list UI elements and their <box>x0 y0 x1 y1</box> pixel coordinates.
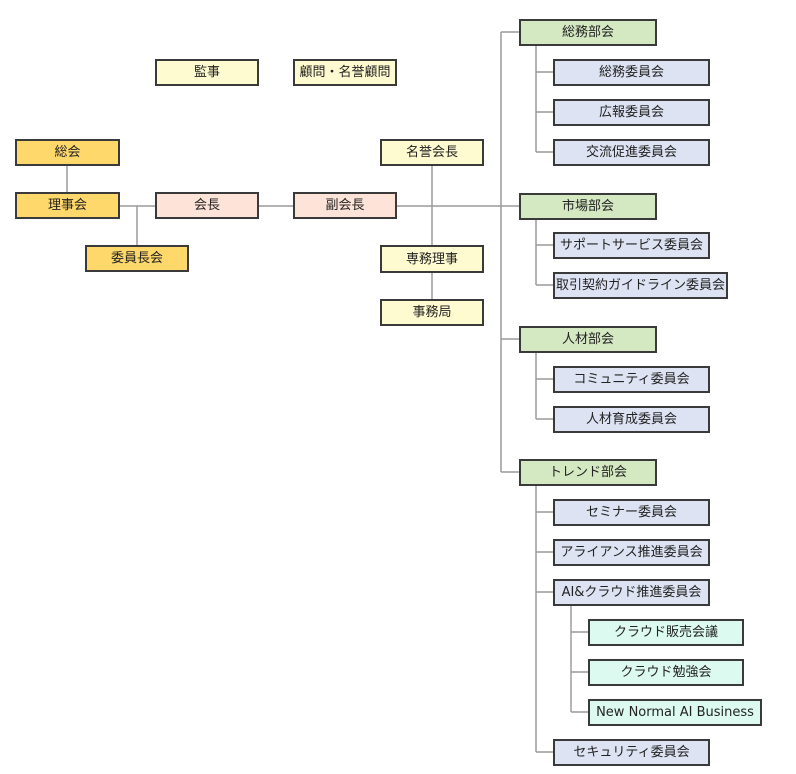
seminar-iinkai-label: セミナー委員会 <box>585 505 677 520</box>
torihiki-iinkai-box: 取引契約ガイドライン委員会 <box>553 272 728 299</box>
alliance-iinkai-label: アライアンス推進委員会 <box>560 545 703 560</box>
komon-box: 顧問・名誉顧問 <box>293 59 397 86</box>
koryu-iinkai-label: 交流促進委員会 <box>585 145 677 160</box>
security-iinkai-label: セキュリティ委員会 <box>573 745 690 760</box>
jimuriji-label: 専務理事 <box>405 251 458 267</box>
iinchokai-label: 委員長会 <box>110 251 163 266</box>
sokai-label: 総会 <box>54 145 81 160</box>
cloud-hanbai-label: クラウド販売会議 <box>613 625 718 640</box>
kanji-box: 監事 <box>155 59 259 86</box>
support-iinkai-label: サポートサービス委員会 <box>559 238 703 253</box>
ai-cloud-iinkai-label: AI&クラウド推進委員会 <box>561 585 702 600</box>
somu-iinkai-box: 総務委員会 <box>553 59 710 86</box>
fukukaicho-label: 副会長 <box>325 198 365 213</box>
koho-iinkai-box: 広報委員会 <box>553 99 710 126</box>
somu-iinkai-label: 総務委員会 <box>598 65 664 80</box>
jinzaibukai-box: 人材部会 <box>519 326 657 353</box>
kaicho-box: 会長 <box>155 192 259 219</box>
shijobukai-box: 市場部会 <box>519 193 657 220</box>
ai-cloud-iinkai-box: AI&クラウド推進委員会 <box>553 579 710 606</box>
koryu-iinkai-box: 交流促進委員会 <box>553 139 710 166</box>
jinzai-iinkai-box: 人材育成委員会 <box>553 406 710 433</box>
kaicho-label: 会長 <box>193 198 220 213</box>
support-iinkai-box: サポートサービス委員会 <box>553 232 710 259</box>
community-iinkai-label: コミュニティ委員会 <box>573 372 690 387</box>
community-iinkai-box: コミュニティ委員会 <box>553 366 710 393</box>
security-iinkai-box: セキュリティ委員会 <box>553 739 710 766</box>
cloud-benkyo-label: クラウド勉強会 <box>620 665 712 680</box>
shijobukai-label: 市場部会 <box>561 199 614 214</box>
new-normal-label: New Normal AI Business <box>596 705 754 720</box>
somubukai-box: 総務部会 <box>519 19 657 46</box>
alliance-iinkai-box: アライアンス推進委員会 <box>553 539 710 566</box>
jimukyoku-label: 事務局 <box>412 305 452 320</box>
fukukaicho-box: 副会長 <box>293 192 397 219</box>
trendbukai-box: トレンド部会 <box>519 459 657 486</box>
meiyokaicho-box: 名誉会長 <box>380 139 484 166</box>
cloud-benkyo-box: クラウド勉強会 <box>588 659 744 686</box>
rijikai-box: 理事会 <box>15 192 120 219</box>
meiyokaicho-label: 名誉会長 <box>405 145 458 160</box>
somubukai-label: 総務部会 <box>561 25 614 40</box>
koho-iinkai-label: 広報委員会 <box>598 105 664 120</box>
cloud-hanbai-box: クラウド販売会議 <box>588 619 744 646</box>
jinzaibukai-label: 人材部会 <box>561 332 614 347</box>
komon-label: 顧問・名誉顧問 <box>299 65 391 80</box>
rijikai-label: 理事会 <box>47 198 87 213</box>
iinchokai-box: 委員長会 <box>85 245 189 272</box>
trendbukai-label: トレンド部会 <box>548 465 627 480</box>
sokai-box: 総会 <box>15 139 120 166</box>
seminar-iinkai-box: セミナー委員会 <box>553 499 710 526</box>
new-normal-box: New Normal AI Business <box>588 699 762 726</box>
jimukyoku-box: 事務局 <box>380 299 484 326</box>
kanji-label: 監事 <box>193 65 220 80</box>
jinzai-iinkai-label: 人材育成委員会 <box>585 412 677 427</box>
jimuriji-box: 専務理事 <box>380 245 484 273</box>
torihiki-iinkai-label: 取引契約ガイドライン委員会 <box>555 278 725 293</box>
